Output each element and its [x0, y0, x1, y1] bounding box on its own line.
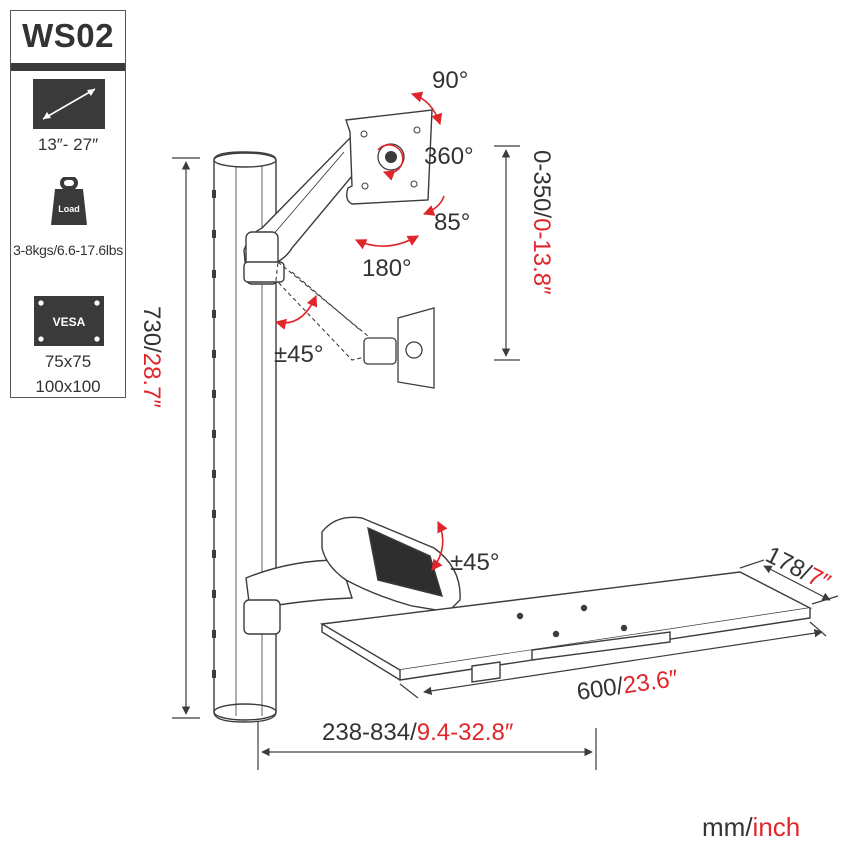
tilt-down-label: 85°: [434, 209, 470, 236]
model-divider: [11, 63, 125, 71]
screen-size-label: 13″- 27″: [37, 135, 99, 154]
vesa-icon: VESA: [34, 296, 104, 346]
model-name: WS02: [22, 17, 114, 54]
pole-slot-marks: [212, 190, 216, 678]
monitor-arm-lowered: [275, 260, 374, 361]
vesa-size-1: 75x75: [44, 352, 92, 371]
pole-height-dimension: [172, 157, 200, 719]
tray-depth-dimension: [739, 559, 839, 605]
load-capacity-label: 3-8kgs/6.6-17.6lbs: [13, 242, 123, 258]
tilt-down-arrow: [422, 195, 445, 216]
rotate-arrow: [377, 144, 404, 181]
tilt-up-arrow: [410, 91, 443, 126]
tilt-up-label: 90°: [432, 67, 468, 94]
units-legend: mm/inch: [702, 812, 800, 842]
keyboard-arm: [243, 516, 461, 635]
pole-height-label: 730/28.7″: [138, 306, 165, 408]
tray-width-dimension: [399, 621, 827, 699]
rotate-label: 360°: [424, 143, 474, 170]
reach-dimension: [257, 722, 597, 770]
swivel-arrow: [354, 235, 419, 250]
monitor-arm: [243, 134, 370, 285]
vesa-size-2: 100x100: [35, 377, 101, 396]
screen-size-icon: [33, 79, 105, 129]
arm-angle-arrow: [274, 294, 318, 330]
motion-arrows: [274, 91, 448, 571]
swivel-label: 180°: [362, 255, 412, 282]
vesa-icon-label: VESA: [53, 315, 86, 329]
spec-panel: WS02 13″- 27″ Load 3-8kgs/6.6-17.6lbs VE…: [10, 10, 126, 398]
keyboard-angle-arrow: [431, 520, 448, 571]
reach-label: 238-834/9.4-32.8″: [322, 719, 514, 746]
height-adjust-label: 0-350/0-13.8″: [528, 150, 555, 295]
arm-angle-label: ±45°: [274, 341, 323, 368]
load-icon-label: Load: [58, 204, 80, 214]
keyboard-angle-label: ±45°: [450, 549, 499, 576]
vesa-plate-upper: [345, 109, 433, 205]
vesa-plate-lower: [363, 307, 435, 389]
load-weight-icon: Load: [51, 177, 87, 225]
tray-width-label: 600/23.6″: [575, 665, 680, 706]
height-adjust-dimension: [494, 145, 520, 361]
